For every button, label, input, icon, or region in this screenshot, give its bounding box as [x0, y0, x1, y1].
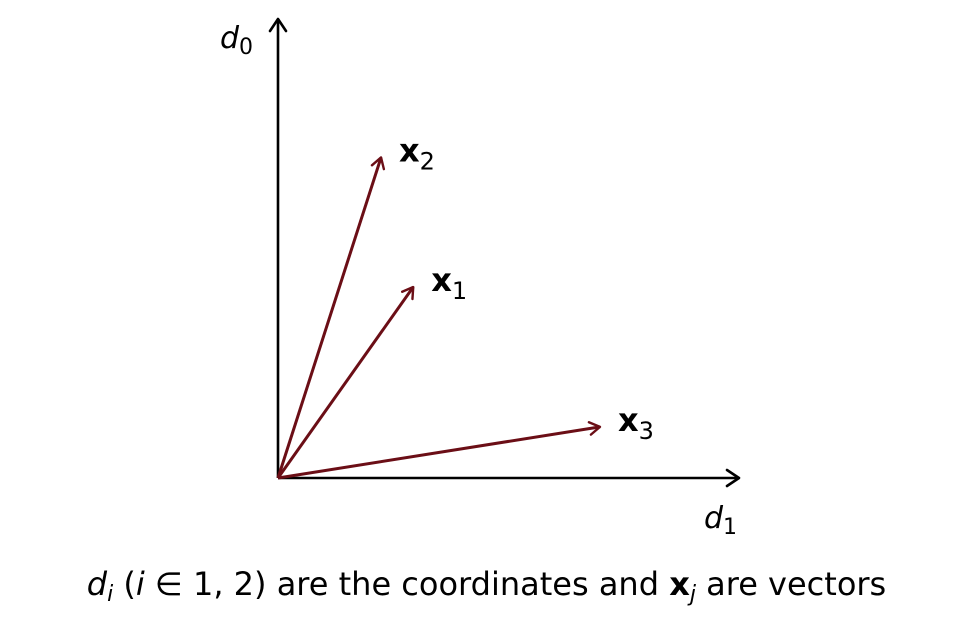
vertical-axis — [268, 17, 288, 478]
vector-x3-line — [277, 425, 601, 480]
horizontal-axis-label: d1 — [704, 501, 737, 540]
vector-x2: x2 — [276, 131, 435, 479]
caption-x: x — [669, 565, 690, 603]
horizontal-axis — [278, 468, 741, 488]
vertical-axis-label: d0 — [220, 21, 253, 60]
vector-x2-label: x2 — [399, 131, 435, 175]
vector-x1-line — [276, 286, 415, 479]
caption-d-subscript: i — [107, 582, 114, 607]
vectors: x1 x2 x3 — [276, 131, 654, 480]
vector-x3-arrowhead — [587, 421, 602, 436]
vector-x3-label: x3 — [618, 401, 654, 445]
caption-open: ( — [113, 565, 136, 603]
caption-rest: are vectors — [695, 565, 887, 603]
vector-x3: x3 — [277, 401, 654, 480]
vector-x1: x1 — [276, 261, 467, 479]
caption-member: ∈ 1, 2) are the coordinates and — [144, 565, 670, 603]
vector-x1-arrowhead — [401, 285, 415, 301]
caption-d: d — [86, 565, 108, 603]
diagram-caption: di (i ∈ 1, 2) are the coordinates and xj… — [0, 560, 973, 608]
vector-x2-arrowhead — [370, 156, 386, 171]
caption-x-subscript: j — [689, 582, 696, 607]
vector-x2-line — [276, 157, 383, 479]
caption-i: i — [135, 565, 145, 603]
vector-x1-label: x1 — [431, 261, 467, 305]
